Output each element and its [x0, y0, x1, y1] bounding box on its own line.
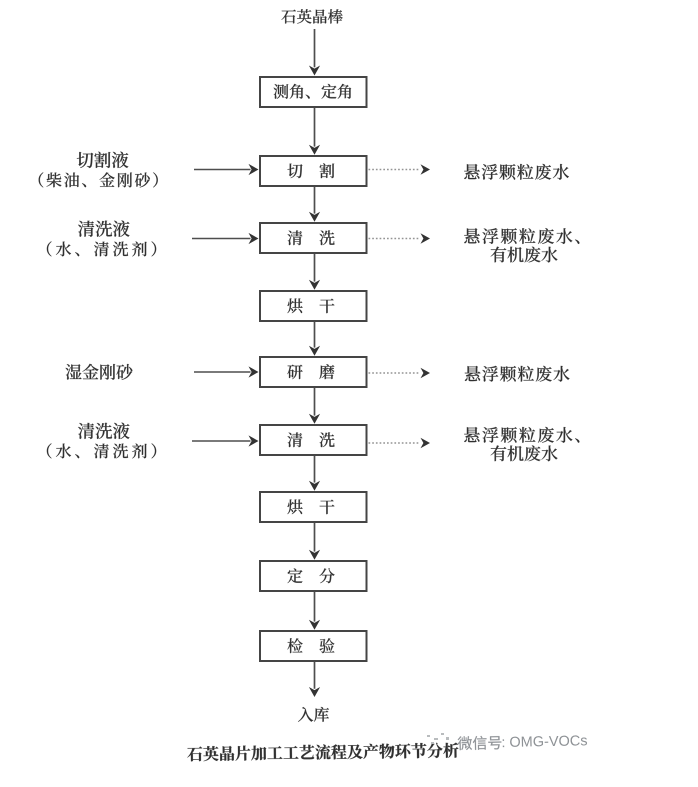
svg-text:: OMG-VOCs: : OMG-VOCs: [501, 733, 588, 751]
